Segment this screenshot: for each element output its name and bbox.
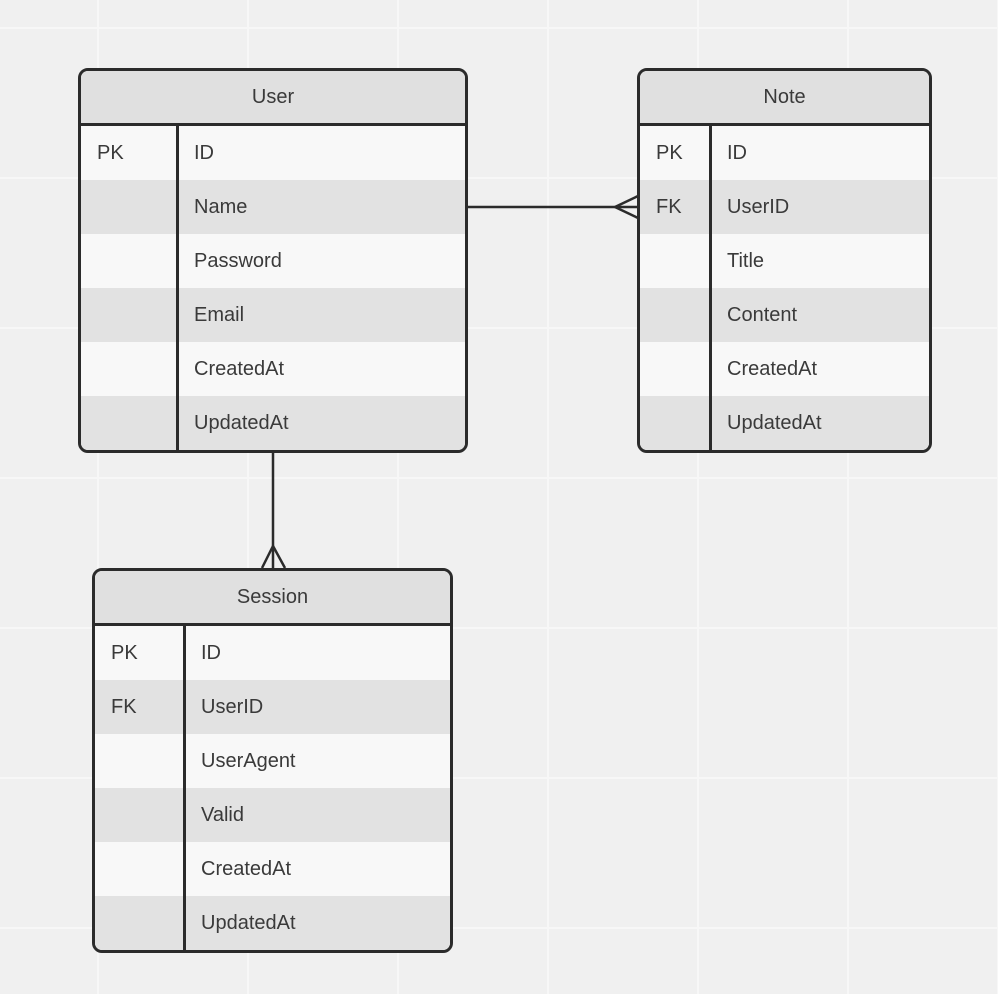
crow-foot-icon	[271, 545, 287, 569]
attribute-name-cell: CreatedAt	[194, 358, 285, 380]
attribute-name-cell: Password	[194, 250, 282, 272]
attribute-name-cell: Title	[727, 250, 765, 272]
key-constraint-cell	[95, 896, 186, 950]
attribute-row-password: Password	[81, 234, 465, 288]
entity-note-title: Note	[640, 71, 929, 126]
entity-title-label: Session	[236, 586, 309, 608]
attribute-name-cell: CreatedAt	[201, 858, 292, 880]
attribute-row-name: Name	[81, 180, 465, 234]
attribute-row-id: PK ID	[95, 626, 450, 680]
attribute-name-cell: Email	[194, 304, 245, 326]
key-constraint-cell	[640, 396, 712, 450]
attribute-name-cell: ID	[727, 142, 747, 164]
attribute-name-cell: Name	[194, 196, 248, 218]
attribute-name-cell: UpdatedAt	[194, 412, 289, 434]
attribute-row-userid: FK UserID	[640, 180, 929, 234]
key-constraint-cell	[81, 180, 179, 234]
entity-title-label: User	[251, 86, 295, 108]
attribute-name-cell: UpdatedAt	[727, 412, 822, 434]
attribute-row-updatedat: UpdatedAt	[640, 396, 929, 450]
key-constraint-cell	[81, 288, 179, 342]
attribute-name-cell: UserAgent	[201, 750, 296, 772]
attribute-row-content: Content	[640, 288, 929, 342]
entity-title-label: Note	[763, 86, 806, 108]
relationship-user-session	[260, 450, 287, 569]
key-constraint-cell	[640, 288, 712, 342]
key-constraint-cell	[81, 396, 179, 450]
attribute-row-email: Email	[81, 288, 465, 342]
relationship-user-note	[468, 194, 639, 220]
attribute-name-cell: UpdatedAt	[201, 912, 296, 934]
attribute-row-createdat: CreatedAt	[81, 342, 465, 396]
attribute-name-cell: Content	[727, 304, 798, 326]
key-constraint-cell: FK	[640, 180, 712, 234]
key-constraint-cell	[81, 342, 179, 396]
entity-user-title: User	[81, 71, 465, 126]
attribute-row-useragent: UserAgent	[95, 734, 450, 788]
key-constraint-cell: FK	[95, 680, 186, 734]
crow-foot-icon	[614, 194, 639, 209]
attribute-name-cell: UserID	[201, 696, 264, 718]
attribute-row-title: Title	[640, 234, 929, 288]
attribute-row-id: PK ID	[81, 126, 465, 180]
attribute-row-userid: FK UserID	[95, 680, 450, 734]
key-constraint-cell	[640, 234, 712, 288]
attribute-row-updatedat: UpdatedAt	[81, 396, 465, 450]
attribute-name-cell: Valid	[201, 804, 244, 826]
key-constraint-cell: PK	[640, 126, 712, 180]
attribute-row-id: PK ID	[640, 126, 929, 180]
key-constraint-cell	[95, 734, 186, 788]
attribute-name-cell: ID	[194, 142, 214, 164]
crow-foot-icon	[614, 205, 639, 220]
attribute-row-valid: Valid	[95, 788, 450, 842]
key-constraint-cell: PK	[95, 626, 186, 680]
crow-foot-icon	[260, 545, 275, 569]
attribute-name-cell: UserID	[727, 196, 790, 218]
attribute-row-updatedat: UpdatedAt	[95, 896, 450, 950]
key-constraint-cell	[95, 842, 186, 896]
key-constraint-cell	[81, 234, 179, 288]
key-constraint-cell	[640, 342, 712, 396]
attribute-row-createdat: CreatedAt	[95, 842, 450, 896]
attribute-name-cell: ID	[201, 642, 221, 664]
entity-session-title: Session	[95, 571, 450, 626]
attribute-row-createdat: CreatedAt	[640, 342, 929, 396]
key-constraint-cell	[95, 788, 186, 842]
key-constraint-cell: PK	[81, 126, 179, 180]
attribute-name-cell: CreatedAt	[727, 358, 818, 380]
